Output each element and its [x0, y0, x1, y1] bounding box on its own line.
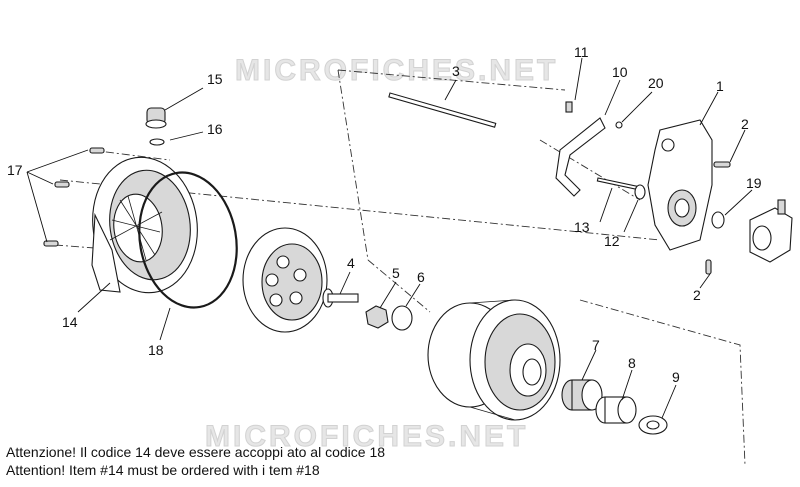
part-2-screw-upper	[713, 161, 731, 168]
callout-20: 20	[648, 75, 664, 91]
part-14-clutch-cover	[91, 156, 198, 294]
callout-2-upper: 2	[741, 116, 749, 132]
part-4-pushrod	[322, 288, 359, 308]
part-7-needle-bearing	[561, 379, 603, 411]
part-5-nut	[365, 305, 389, 329]
callout-12: 12	[604, 233, 620, 249]
callout-17: 17	[7, 162, 23, 178]
watermark-top: MICROFICHES.NET	[235, 54, 558, 87]
callouts: 15 16 17 14 18 3 4 5 6 7 8 9 11 10 20 1 …	[7, 44, 762, 385]
callout-1: 1	[716, 78, 724, 94]
note-italian: Attenzione! Il codice 14 deve essere acc…	[6, 444, 386, 460]
slave-cylinder	[749, 199, 793, 263]
callout-15: 15	[207, 71, 223, 87]
part-13-rod	[596, 177, 640, 191]
part-17-screws	[43, 147, 105, 247]
part-16-oring	[149, 138, 165, 146]
callout-10: 10	[612, 64, 628, 80]
callout-5: 5	[392, 265, 400, 281]
part-11-screw	[565, 101, 573, 113]
part-9-thrust-washer	[638, 415, 668, 435]
part-10-bracket	[555, 117, 606, 197]
part-6-washer	[391, 305, 413, 331]
callout-14: 14	[62, 314, 78, 330]
callout-19: 19	[746, 175, 762, 191]
watermark-bottom: MICROFICHES.NET	[205, 420, 528, 453]
part-20-washer	[615, 121, 623, 129]
callout-4: 4	[347, 255, 355, 271]
part-18-gasket	[138, 171, 238, 309]
note-english: Attention! Item #14 must be ordered with…	[6, 462, 320, 478]
part-8-bushing	[595, 396, 637, 424]
pressure-plate	[242, 227, 328, 333]
callout-9: 9	[672, 369, 680, 385]
part-1-housing	[647, 119, 713, 251]
callout-13: 13	[574, 219, 590, 235]
callout-7: 7	[592, 337, 600, 353]
part-19-oring	[711, 211, 725, 229]
callout-11: 11	[574, 44, 589, 60]
part-12-oring	[634, 184, 646, 200]
part-15-cap	[145, 107, 167, 129]
callout-18: 18	[148, 342, 164, 358]
part-3-pushrod	[388, 92, 497, 128]
part-2-screw-lower	[705, 259, 712, 275]
callout-3: 3	[452, 63, 460, 79]
callout-6: 6	[417, 269, 425, 285]
clutch-basket	[427, 299, 561, 421]
leader-lines	[26, 57, 753, 419]
callout-2-lower: 2	[693, 287, 701, 303]
callout-16: 16	[207, 121, 223, 137]
callout-8: 8	[628, 355, 636, 371]
